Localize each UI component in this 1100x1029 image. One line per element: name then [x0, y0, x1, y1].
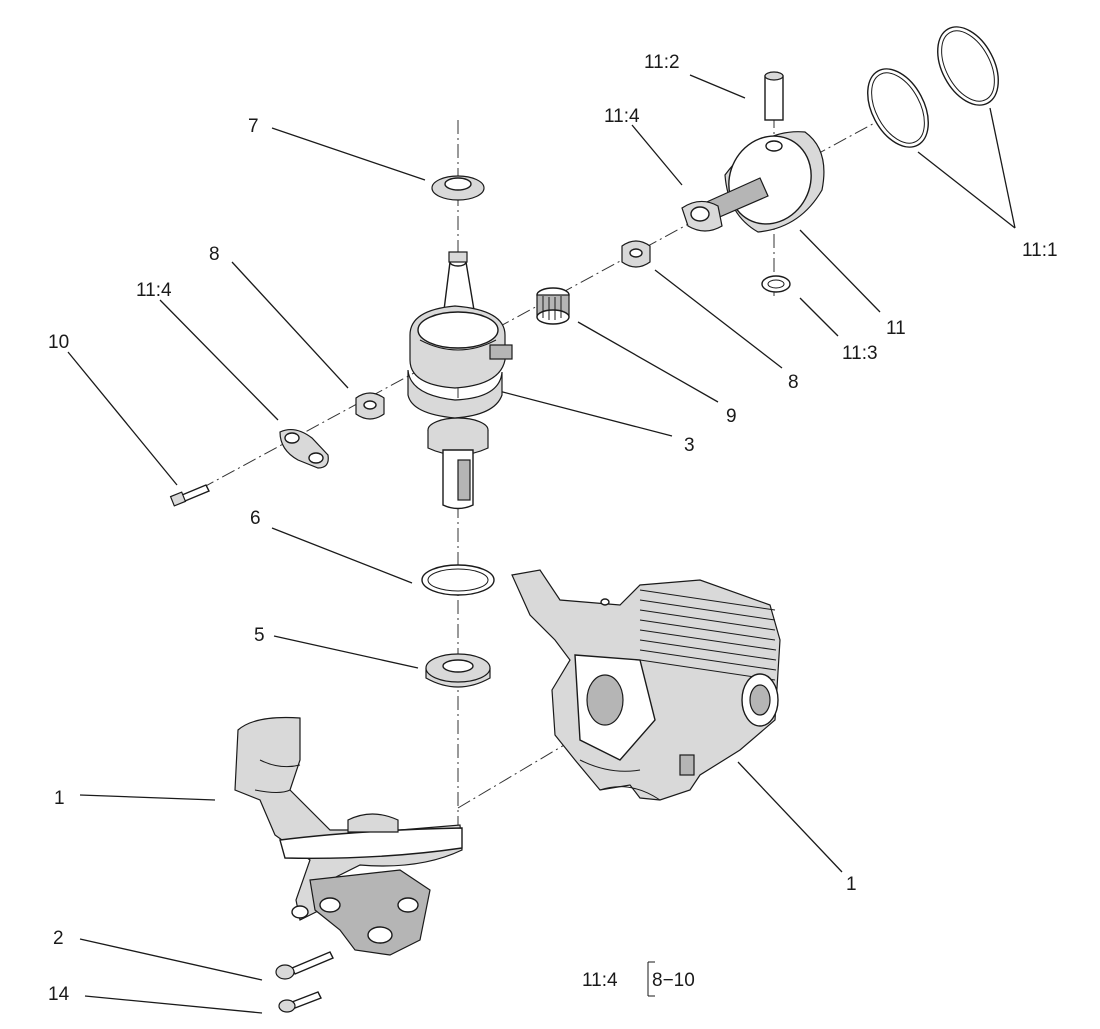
callout-3: 3	[684, 435, 695, 456]
callout-7: 7	[248, 116, 259, 137]
kit-note-prefix: 11:4	[582, 970, 618, 991]
gasket-part-6	[421, 564, 495, 596]
callout-labels: 11:2 7 11:4 11:1 8 11:4 10 11 11:3 8 9 3…	[48, 52, 1058, 1005]
thrust-washer-part-8-right	[621, 240, 651, 268]
callout-1-left: 1	[54, 788, 65, 809]
callout-11: 11	[886, 318, 906, 339]
cylinder-block-part-1-right	[511, 569, 781, 801]
kit-note: 11:4 8−10	[582, 961, 695, 997]
seal-part-5	[425, 653, 491, 688]
callout-14: 14	[48, 984, 70, 1005]
bolt-part-14	[278, 991, 322, 1013]
leader-lines	[67, 74, 1016, 1014]
bolt-part-2	[275, 951, 334, 980]
rod-cap-part-11-4	[279, 428, 329, 469]
thrust-washer-part-8-left	[355, 392, 385, 420]
callout-5: 5	[254, 625, 265, 646]
callout-8-left: 8	[209, 244, 220, 265]
callout-6: 6	[250, 508, 261, 529]
crankshaft-part-3	[407, 251, 513, 510]
callout-11-2: 11:2	[644, 52, 680, 73]
retainer-clip-part-11-3	[761, 275, 791, 293]
callout-1-right: 1	[846, 874, 857, 895]
crankcase-cover-part-1-left	[234, 716, 463, 956]
piston-pin-part-11-2	[764, 71, 784, 121]
piston-rings-part-11-1	[867, 26, 999, 148]
callout-10: 10	[48, 332, 69, 353]
kit-note-range: 8−10	[652, 970, 695, 991]
bolt-part-10	[169, 484, 210, 507]
callout-11-4-left: 11:4	[136, 280, 172, 301]
callout-11-4-top: 11:4	[604, 106, 640, 127]
callout-9: 9	[726, 406, 737, 427]
callout-8-right: 8	[788, 372, 799, 393]
piston-part-11	[681, 131, 825, 233]
needle-bearing-part-9	[536, 287, 570, 325]
callout-2: 2	[53, 928, 64, 949]
callout-11-1: 11:1	[1022, 240, 1058, 261]
seal-part-7	[431, 175, 485, 201]
callout-11-3: 11:3	[842, 343, 878, 364]
